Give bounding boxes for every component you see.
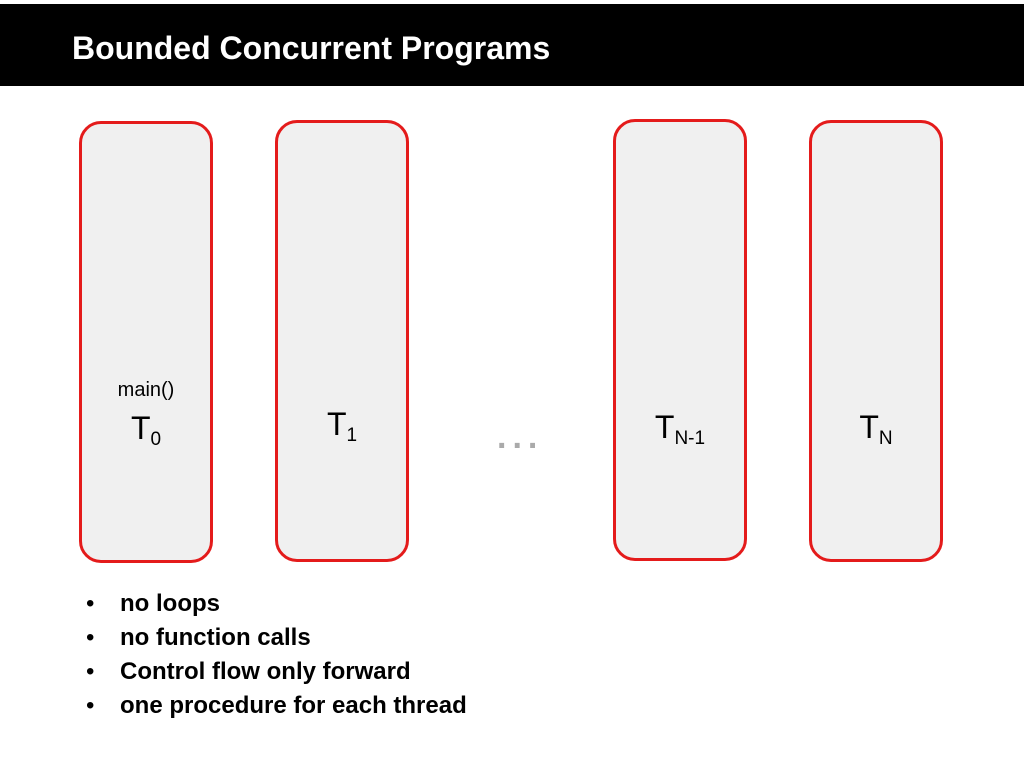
title-bar: Bounded Concurrent Programs (0, 4, 1024, 86)
thread-subscript: 1 (346, 425, 358, 446)
list-item: • one procedure for each thread (86, 690, 467, 724)
thread-label-t0: T0 (130, 410, 161, 449)
bullet-icon: • (86, 624, 95, 651)
constraints-list: • no loops • no function calls • Control fl… (86, 588, 467, 724)
thread-name: T (130, 410, 151, 446)
thread-name: T (859, 409, 879, 445)
thread-name: T (326, 406, 347, 442)
slide-title: Bounded Concurrent Programs (72, 30, 551, 66)
bullet-icon: • (86, 692, 95, 719)
thread-box-t1 (275, 120, 409, 562)
thread-name: T (654, 409, 675, 445)
thread-subscript: N-1 (674, 428, 706, 449)
thread-box-t0 (79, 121, 213, 563)
list-item-text: one procedure for each thread (120, 692, 467, 719)
list-item-text: no function calls (120, 624, 311, 651)
thread-box-tn (809, 120, 943, 562)
thread-label-tn-1: TN-1 (654, 409, 705, 448)
thread-label-t1: T1 (326, 406, 357, 445)
list-item: • no function calls (86, 622, 467, 656)
thread-label-tn: TN (859, 409, 892, 448)
bullet-icon: • (86, 658, 95, 685)
list-item: • no loops (86, 588, 467, 622)
main-function-label: main() (117, 379, 175, 401)
bullet-icon: • (86, 590, 95, 617)
thread-box-tn-1 (613, 119, 747, 561)
thread-subscript: 0 (150, 429, 162, 450)
list-item: • Control flow only forward (86, 656, 467, 690)
threads-ellipsis: ... (497, 418, 544, 456)
list-item-text: no loops (120, 590, 220, 617)
list-item-text: Control flow only forward (120, 658, 411, 685)
thread-subscript: N (878, 428, 893, 449)
